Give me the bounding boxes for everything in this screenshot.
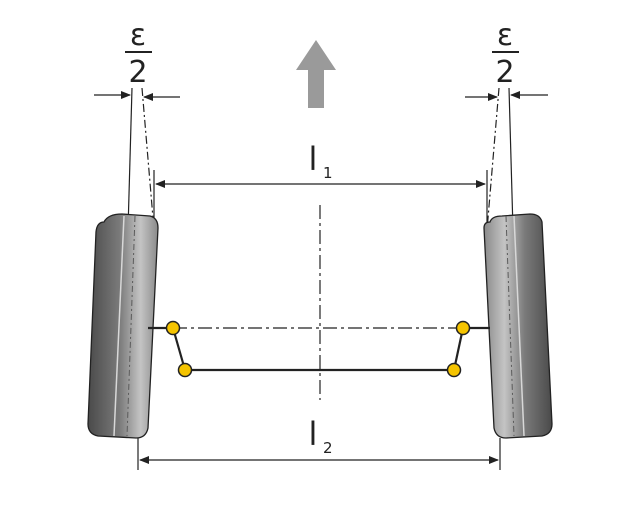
joint-bottom-right: [446, 362, 462, 378]
angle-indicator-left: [94, 87, 180, 231]
right-wheel: [483, 213, 553, 439]
epsilon-left-label: ε 2: [125, 18, 152, 90]
arrow-up-icon: [296, 40, 336, 108]
left-wheel: [87, 213, 159, 439]
dimension-l2: l 2: [137, 415, 501, 470]
joint-top-right: [455, 320, 471, 336]
epsilon-left-denominator: 2: [128, 55, 147, 90]
l2-subscript: 2: [323, 439, 333, 457]
l1-label: l: [309, 140, 318, 178]
epsilon-left-numerator: ε: [130, 18, 146, 53]
l1-subscript: 1: [323, 164, 333, 182]
left-steering-arm: [171, 327, 187, 371]
angle-indicator-right: [465, 87, 548, 231]
epsilon-right-numerator: ε: [497, 18, 513, 53]
steering-linkage: [148, 320, 490, 378]
l2-label: l: [309, 415, 318, 453]
epsilon-right-label: ε 2: [492, 18, 519, 90]
dimension-l1: l 1: [153, 140, 488, 230]
epsilon-right-denominator: 2: [495, 55, 514, 90]
joint-bottom-left: [177, 362, 193, 378]
joint-top-left: [165, 320, 181, 336]
